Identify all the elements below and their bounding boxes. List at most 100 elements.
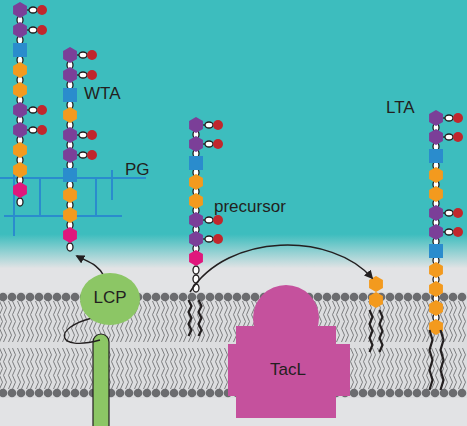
lipid-tail xyxy=(391,348,394,389)
lipid-tail xyxy=(382,301,385,342)
lipid-tail xyxy=(342,301,345,342)
pg-strand xyxy=(4,215,122,217)
lipid-tail xyxy=(216,348,219,389)
lipid-tail xyxy=(418,348,421,389)
lipid-tail xyxy=(153,301,156,342)
sugar-hexagon xyxy=(429,167,443,183)
lipid-tail xyxy=(351,348,354,389)
lipid-head xyxy=(206,293,215,302)
lipid-tail xyxy=(360,301,363,342)
lipid-head xyxy=(197,293,206,302)
lipid-tail xyxy=(4,301,7,342)
lipid-head xyxy=(242,293,251,302)
lipid-head xyxy=(359,293,368,302)
lipid-head xyxy=(422,293,431,302)
lipid-tail xyxy=(18,301,21,342)
sugar-hexagon xyxy=(369,292,383,308)
lipid-tail xyxy=(45,348,48,389)
lipid-head xyxy=(8,389,17,398)
phosphate-linker xyxy=(445,134,453,140)
lipid-head xyxy=(179,389,188,398)
lipid-head xyxy=(350,293,359,302)
lipid-tail xyxy=(364,348,367,389)
alanine-circle xyxy=(87,150,97,160)
lipid-tail xyxy=(72,301,75,342)
lipid-head xyxy=(395,293,404,302)
lipid-tail xyxy=(40,301,43,342)
sugar-hexagon xyxy=(63,47,77,63)
enzyme-body xyxy=(80,273,140,325)
glcnac-square xyxy=(189,156,203,170)
lipid-head xyxy=(170,293,179,302)
pg-crosslink xyxy=(39,178,41,216)
lipid-tail xyxy=(85,348,88,389)
lipid-tail xyxy=(189,301,192,342)
lipid-tail xyxy=(450,301,453,342)
alanine-circle xyxy=(453,113,463,123)
lipid-head xyxy=(449,389,458,398)
lipid-tail xyxy=(175,301,178,342)
glycan-chain xyxy=(429,110,463,335)
lipid-tail xyxy=(387,348,390,389)
lipid-tail xyxy=(216,301,219,342)
lipid-head xyxy=(332,293,341,302)
lipid-head xyxy=(17,389,26,398)
lipid-tail xyxy=(454,348,457,389)
lipid-head xyxy=(35,293,44,302)
sugar-hexagon xyxy=(429,205,443,221)
sugar-hexagon xyxy=(13,2,27,18)
sugar-hexagon xyxy=(13,182,27,198)
lipid-head xyxy=(134,389,143,398)
lipid-tail xyxy=(130,348,133,389)
lipid-head xyxy=(377,389,386,398)
lipid-tail xyxy=(180,301,183,342)
lcp-enzyme: LCP xyxy=(79,272,141,326)
lipid-tail xyxy=(220,301,223,342)
structure-label: LTA xyxy=(386,98,415,118)
lipid-tail xyxy=(63,348,66,389)
lipid-tail xyxy=(162,348,165,389)
lipid-tail xyxy=(378,348,381,389)
lipid-head xyxy=(422,389,431,398)
phosphate-linker xyxy=(445,229,453,235)
sugar-hexagon xyxy=(189,231,203,247)
lipid-tail xyxy=(139,301,142,342)
lipid-tail xyxy=(198,348,201,389)
alanine-circle xyxy=(213,215,223,225)
phosphate-linker xyxy=(29,107,37,113)
phosphate-linker xyxy=(67,243,73,251)
lipid-anchor-tail xyxy=(370,310,373,352)
lipid-tail xyxy=(157,348,160,389)
lipid-tail xyxy=(18,348,21,389)
glycan-chain xyxy=(13,2,47,206)
lipid-tail xyxy=(13,301,16,342)
lipid-head xyxy=(62,293,71,302)
transfer-arrow xyxy=(190,245,372,292)
lipid-head xyxy=(152,293,161,302)
sugar-hexagon xyxy=(189,136,203,152)
sugar-hexagon xyxy=(63,67,77,83)
alanine-circle xyxy=(87,70,97,80)
lipid-tail xyxy=(166,348,169,389)
lipid-tail xyxy=(414,301,417,342)
lipid-tail xyxy=(49,348,52,389)
phosphate-linker xyxy=(205,141,213,147)
lipid-tail xyxy=(22,348,25,389)
lipid-tail xyxy=(175,348,178,389)
lipid-tail xyxy=(463,348,466,389)
lipid-head xyxy=(71,389,80,398)
lipid-head xyxy=(44,389,53,398)
lipid-tail xyxy=(148,348,151,389)
lipid-head xyxy=(413,389,422,398)
phosphate-linker xyxy=(29,7,37,13)
lipid-tail xyxy=(355,301,358,342)
sugar-hexagon xyxy=(189,212,203,228)
lipid-tail xyxy=(22,301,25,342)
lipid-tail xyxy=(405,301,408,342)
lipid-tail xyxy=(225,348,228,389)
lipid-tail xyxy=(463,301,466,342)
lipid-tail xyxy=(117,348,120,389)
lipid-head xyxy=(26,293,35,302)
lipid-tail xyxy=(229,301,232,342)
lipid-tail xyxy=(31,348,34,389)
